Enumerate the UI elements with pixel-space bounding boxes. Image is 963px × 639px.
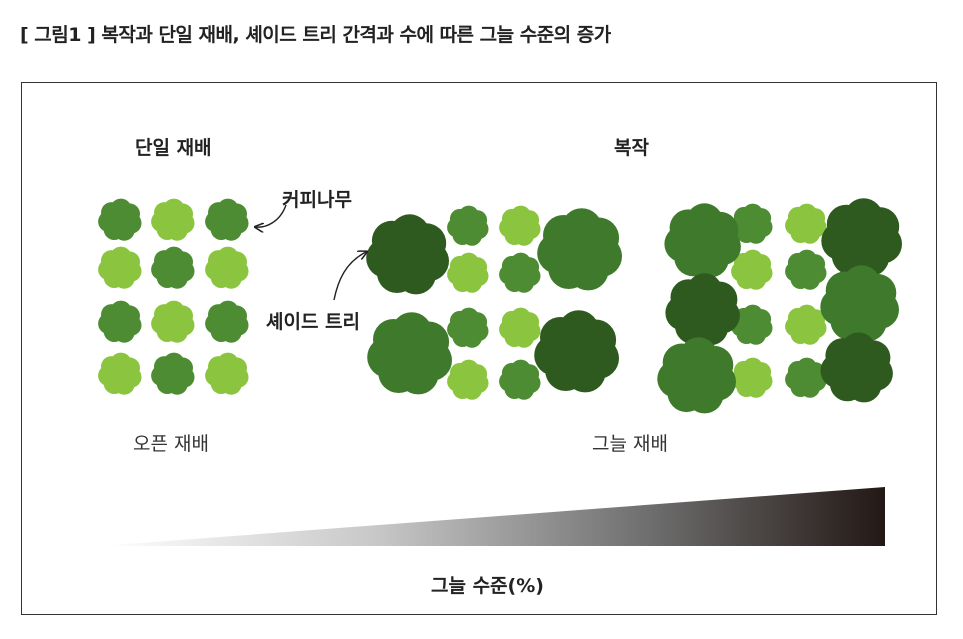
coffee-plant (151, 352, 195, 395)
shade-tree (537, 208, 622, 291)
shade-tree (664, 203, 741, 278)
coffee-plant (151, 300, 195, 343)
coffee-plant (785, 357, 827, 398)
coffee-plant (205, 246, 249, 289)
coffee-plant (499, 307, 541, 348)
coffee-tree-label: 커피나무 (282, 189, 352, 211)
open-cultivation-label: 오픈 재배 (133, 433, 209, 455)
shade-tree-label: 셰이드 트리 (266, 311, 361, 333)
shade-level-gradient-wedge (100, 487, 885, 546)
coffee-plant (151, 246, 195, 289)
coffee-plant (98, 352, 142, 395)
coffee-plant (499, 252, 541, 293)
coffee-plant (98, 198, 142, 241)
section-label-polyculture: 복작 (614, 137, 649, 159)
shade-tree (820, 265, 899, 342)
figure-title: [ 그림1 ] 복작과 단일 재배, 셰이드 트리 간격과 수에 따른 그늘 수… (20, 24, 611, 46)
shade-tree (657, 337, 736, 414)
coffee-plant (447, 307, 489, 348)
shade-tree (821, 198, 902, 277)
shade-tree-arrow (333, 252, 366, 301)
shade-level-label: 그늘 수준(%) (431, 575, 544, 597)
coffee-plant (731, 249, 773, 290)
coffee-plant (731, 357, 773, 398)
coffee-plant (447, 252, 489, 293)
diagram-frame (21, 82, 937, 615)
shade-tree (534, 310, 619, 393)
coffee-plant (785, 304, 827, 345)
coffee-plant (205, 300, 249, 343)
coffee-plant (205, 352, 249, 395)
shade-tree (367, 312, 452, 395)
coffee-plant (785, 203, 827, 244)
coffee-plant (98, 246, 142, 289)
coffee-plant (447, 359, 489, 400)
coffee-plant (205, 198, 249, 241)
shade-tree (665, 273, 740, 346)
coffee-plant (499, 359, 541, 400)
shade-cultivation-label: 그늘 재배 (592, 433, 668, 455)
coffee-plant (731, 304, 773, 345)
coffee-tree-arrow (256, 204, 287, 227)
section-label-monoculture: 단일 재배 (135, 137, 212, 159)
coffee-plant (499, 205, 541, 246)
coffee-plant (151, 198, 195, 241)
coffee-plant (447, 205, 489, 246)
shade-tree (820, 332, 893, 403)
coffee-plant (785, 249, 827, 290)
coffee-plant (731, 203, 773, 244)
shade-tree (366, 214, 449, 295)
coffee-plant (98, 300, 142, 343)
